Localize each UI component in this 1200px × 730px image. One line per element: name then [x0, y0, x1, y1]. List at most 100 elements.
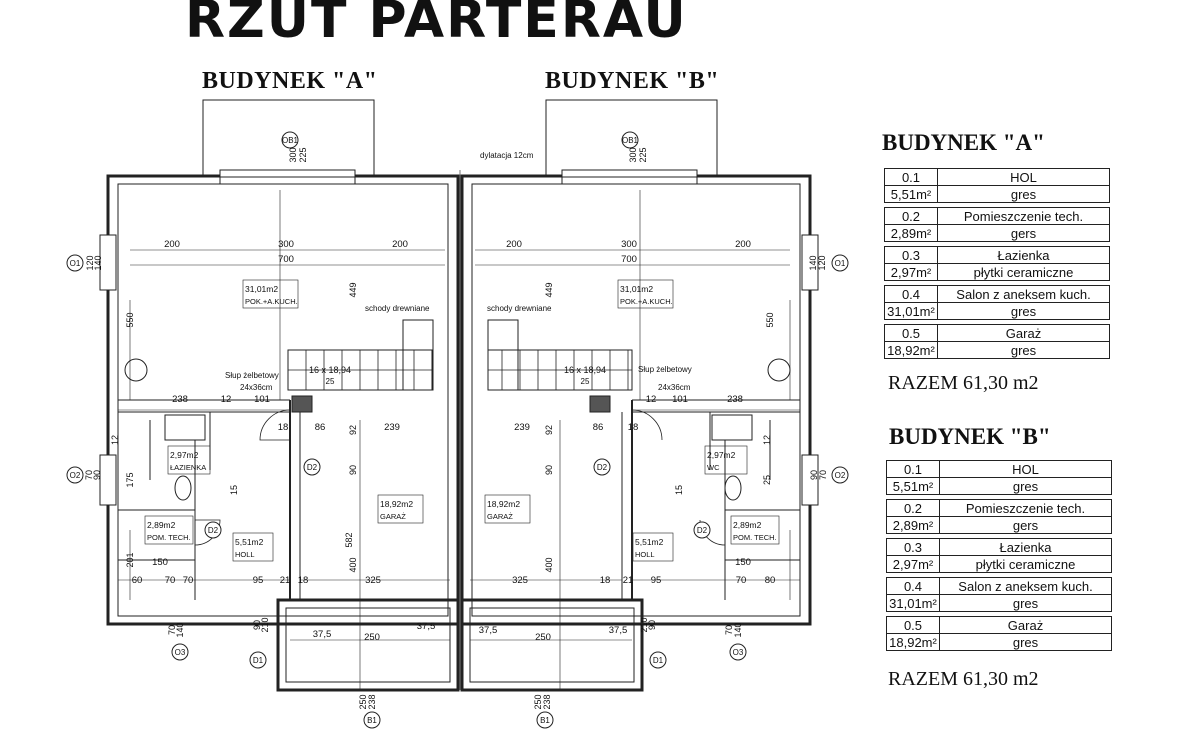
room-finish-cell: gers: [939, 516, 1112, 534]
building-b-column-size: 24x36cm: [658, 383, 691, 392]
dimension-value: 12: [221, 394, 232, 405]
dimension-value-vertical: 550: [765, 312, 775, 327]
building-a-window-o2: [99, 454, 117, 506]
tag-b1-b-circle: [536, 711, 554, 729]
building-a-stairs-landing: [402, 319, 434, 391]
room-finish-cell: gres: [937, 302, 1110, 320]
room-name-cell: Pomieszczenie tech.: [937, 207, 1110, 225]
dimension-value: 70: [736, 575, 747, 586]
dimension-value-vertical: 140: [175, 622, 185, 637]
building-b-tech-label-area: 2,89m2: [733, 520, 762, 530]
dimension-value: 700: [278, 254, 294, 265]
tag-o2-b-circle: [831, 466, 849, 484]
building-a-living-label-name: POK.+A.KUCH.: [245, 297, 298, 306]
room-no-cell: 0.5: [886, 616, 940, 634]
room-area-cell: 31,01m²: [886, 594, 940, 612]
tag-ob1-a: OB1: [282, 136, 299, 145]
room-no-cell: 0.1: [884, 168, 938, 186]
room-area-cell: 31,01m²: [884, 302, 938, 320]
dimension-value: 238: [727, 394, 743, 405]
room-finish-cell: gers: [937, 224, 1110, 242]
dimension-value: 150: [735, 557, 751, 568]
tag-d1-b: D1: [653, 656, 664, 665]
tag-b1-b: B1: [540, 716, 550, 725]
room-no-cell: 0.3: [886, 538, 940, 556]
room-no-cell: 0.5: [884, 324, 938, 342]
building-a-tech-label-box: [144, 515, 194, 545]
dimension-value-vertical: 550: [125, 312, 135, 327]
building-a-hall-label-area: 5,51m2: [235, 537, 264, 547]
tag-ob1-b: OB1: [622, 136, 639, 145]
schedule-a-heading: BUDYNEK "A": [882, 130, 1045, 155]
building-b-tech-label-box: [730, 515, 780, 545]
room-no-cell: 0.3: [884, 246, 938, 264]
dimension-value-vertical: 225: [638, 147, 648, 162]
tag-o1-a-circle: [66, 254, 84, 272]
room-area-cell: 5,51m²: [886, 477, 940, 495]
dimension-value: 86: [315, 422, 326, 433]
dimension-value-vertical: 15: [229, 485, 239, 495]
building-b-fixture: [767, 358, 791, 382]
building-b-plan-heading: BUDYNEK "B": [545, 68, 720, 94]
tag-o3-b: O3: [733, 648, 744, 657]
dimension-value: 200: [506, 239, 522, 250]
building-a-bath-label-box: [167, 445, 211, 475]
room-finish-cell: gres: [937, 341, 1110, 359]
room-no-cell: 0.2: [886, 499, 940, 517]
dimension-value-vertical: 92: [348, 425, 358, 435]
tag-o3-a-circle: [171, 643, 189, 661]
room-area-cell: 2,89m²: [886, 516, 940, 534]
building-b-tech-label-name: POM. TECH.: [733, 533, 777, 542]
tag-d2-tech-b-circle: [693, 521, 711, 539]
dimension-value: 239: [384, 422, 400, 433]
building-a-tech-label-area: 2,89m2: [147, 520, 176, 530]
building-a-plan-heading: BUDYNEK "A": [202, 68, 378, 94]
building-b-garage-label-box: [484, 494, 531, 524]
building-a-tech-label-name: POM. TECH.: [147, 533, 191, 542]
room-no-cell: 0.2: [884, 207, 938, 225]
dimension-value: 300: [621, 239, 637, 250]
room-name-cell: Łazienka: [937, 246, 1110, 264]
building-a-bath-label-area: 2,97m2: [170, 450, 199, 460]
dimension-value: 18: [600, 575, 611, 586]
dimension-value-vertical: 15: [674, 485, 684, 495]
building-b-column: [589, 395, 611, 413]
building-b-hall-label-name: HOLL: [635, 550, 655, 559]
building-b-hall-label-area: 5,51m2: [635, 537, 664, 547]
room-name-cell: Łazienka: [939, 538, 1112, 556]
tag-o3-a: O3: [175, 648, 186, 657]
room-no-cell: 0.4: [886, 577, 940, 595]
dimension-value-vertical: 400: [544, 557, 554, 572]
tag-o1-b: O1: [835, 259, 846, 268]
building-a-window-o1: [99, 234, 117, 291]
building-a-door: [259, 409, 291, 441]
room-area-cell: 18,92m²: [884, 341, 938, 359]
building-b-window-o2: [801, 454, 819, 506]
dimension-value-vertical: 449: [544, 282, 554, 297]
building-b-living-label-name: POK.+A.KUCH.: [620, 297, 673, 306]
room-no-cell: 0.1: [886, 460, 940, 478]
dimension-value-vertical: 250: [533, 694, 543, 709]
building-a-living-label-area: 31,01m2: [245, 284, 278, 294]
tag-d2-tech-a: D2: [208, 526, 219, 535]
dimension-value: 250: [535, 632, 551, 643]
room-name-cell: Pomieszczenie tech.: [939, 499, 1112, 517]
dimension-value-vertical: 225: [298, 147, 308, 162]
building-b-garage-inner: [469, 607, 635, 683]
dimension-value: 150: [152, 557, 168, 568]
dimension-value: 21: [623, 575, 634, 586]
dimension-value: 18: [298, 575, 309, 586]
tag-d2-tech-a-circle: [204, 521, 222, 539]
building-b-garage-extension: [460, 598, 644, 692]
dimension-value: 101: [672, 394, 688, 405]
dimension-value: 70: [183, 575, 194, 586]
building-b-stairs-depth: 25: [581, 377, 590, 386]
dimension-value: 70: [165, 575, 176, 586]
